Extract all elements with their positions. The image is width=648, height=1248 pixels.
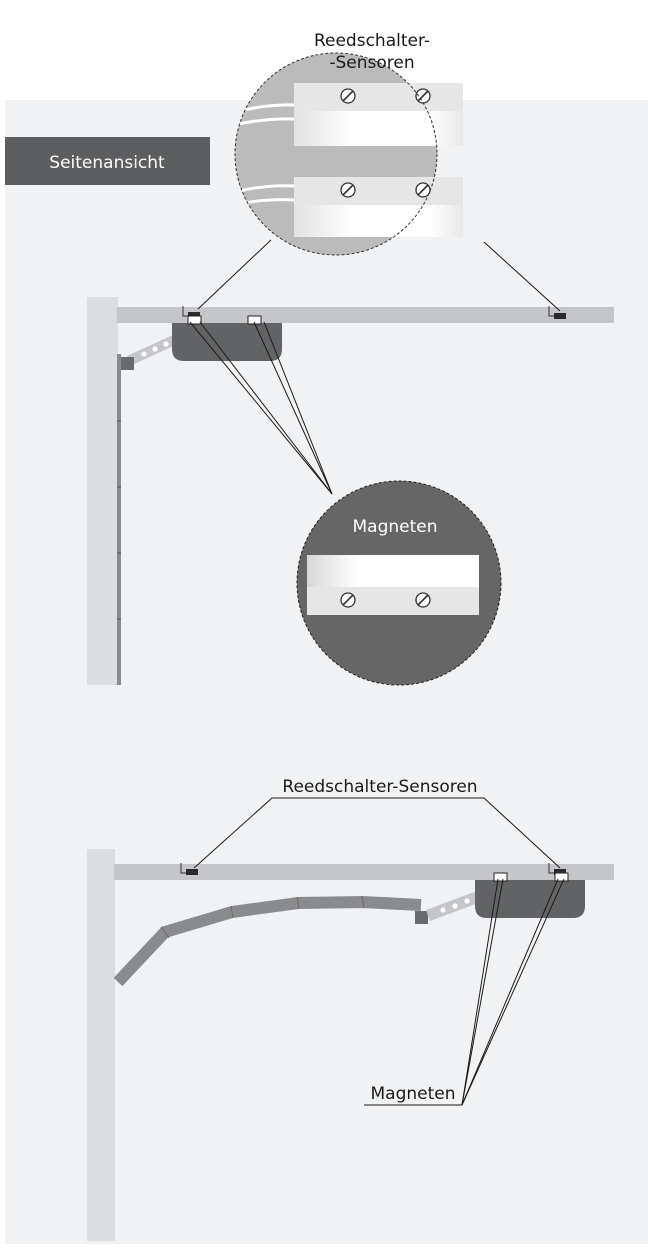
motor-carriage-top [172, 323, 282, 361]
view-label: Seitenansicht [49, 153, 165, 173]
reed-sensor-right-bottom [554, 869, 566, 875]
magnet-3 [493, 872, 508, 882]
motor-carriage-bottom [475, 880, 585, 918]
rail-top [117, 307, 614, 323]
label-magnets-bottom: Magneten [370, 1084, 455, 1104]
arm-hole-2 [152, 346, 158, 352]
rail-bottom [114, 864, 614, 880]
sensor-bracket-left [182, 306, 188, 317]
callout-sensors: Reedschalter- -Sensoren [234, 31, 463, 256]
sensor-bracket-right [548, 306, 554, 317]
callout-sensors-title-line2: -Sensoren [329, 53, 414, 73]
reed-sensor-left-bottom [186, 869, 198, 875]
arm-hole-3 [163, 341, 169, 347]
leader-lines-top [189, 239, 561, 495]
sensor-wires [235, 103, 295, 210]
screw-icon [340, 88, 356, 104]
callout-sensor-upper-top [294, 83, 463, 111]
callout-magnet-base [307, 587, 479, 615]
door-open-curved [113, 895, 422, 987]
callout-magnets-title: Magneten [352, 517, 437, 537]
arm-hole-1 [141, 351, 147, 357]
wall-top [87, 297, 118, 685]
sensor-bracket-left-bottom [180, 863, 186, 874]
arm-bracket-bottom [415, 911, 428, 924]
sensor-bracket-right-bottom [548, 863, 554, 874]
callout-sensor-lower-top [294, 177, 463, 205]
leader-lines-bottom [193, 797, 565, 1106]
callout-magnet-plate [307, 555, 479, 587]
arm-hole-4 [440, 907, 446, 913]
reed-sensor-right [554, 313, 566, 319]
magnet-4 [554, 872, 569, 882]
callout-sensor-upper-plate [294, 111, 463, 146]
door-open-segments [160, 895, 365, 939]
arm-bracket-top [121, 357, 134, 370]
callout-sensors-title-line1: Reedschalter- [314, 31, 430, 51]
arm-hole-5 [452, 903, 458, 909]
reed-sensor-left [188, 312, 200, 318]
callout-magnets: Magneten [296, 480, 502, 686]
door-segments [117, 420, 121, 620]
bottom-diagram: Reedschalter-Sensoren Magneten [87, 777, 614, 1241]
door-closed [117, 354, 121, 685]
wall-bottom [87, 849, 115, 1241]
screw-icon [415, 592, 431, 608]
view-label-box [5, 137, 210, 185]
label-sensors-bottom: Reedschalter-Sensoren [282, 777, 477, 797]
screw-icon [340, 182, 356, 198]
callout-sensor-lower-plate [294, 205, 463, 237]
magnet-1 [187, 315, 202, 325]
screw-icon [340, 592, 356, 608]
top-diagram: Reedschalter- -Sensoren Magneten [87, 31, 614, 686]
arm-hole-6 [464, 898, 470, 904]
